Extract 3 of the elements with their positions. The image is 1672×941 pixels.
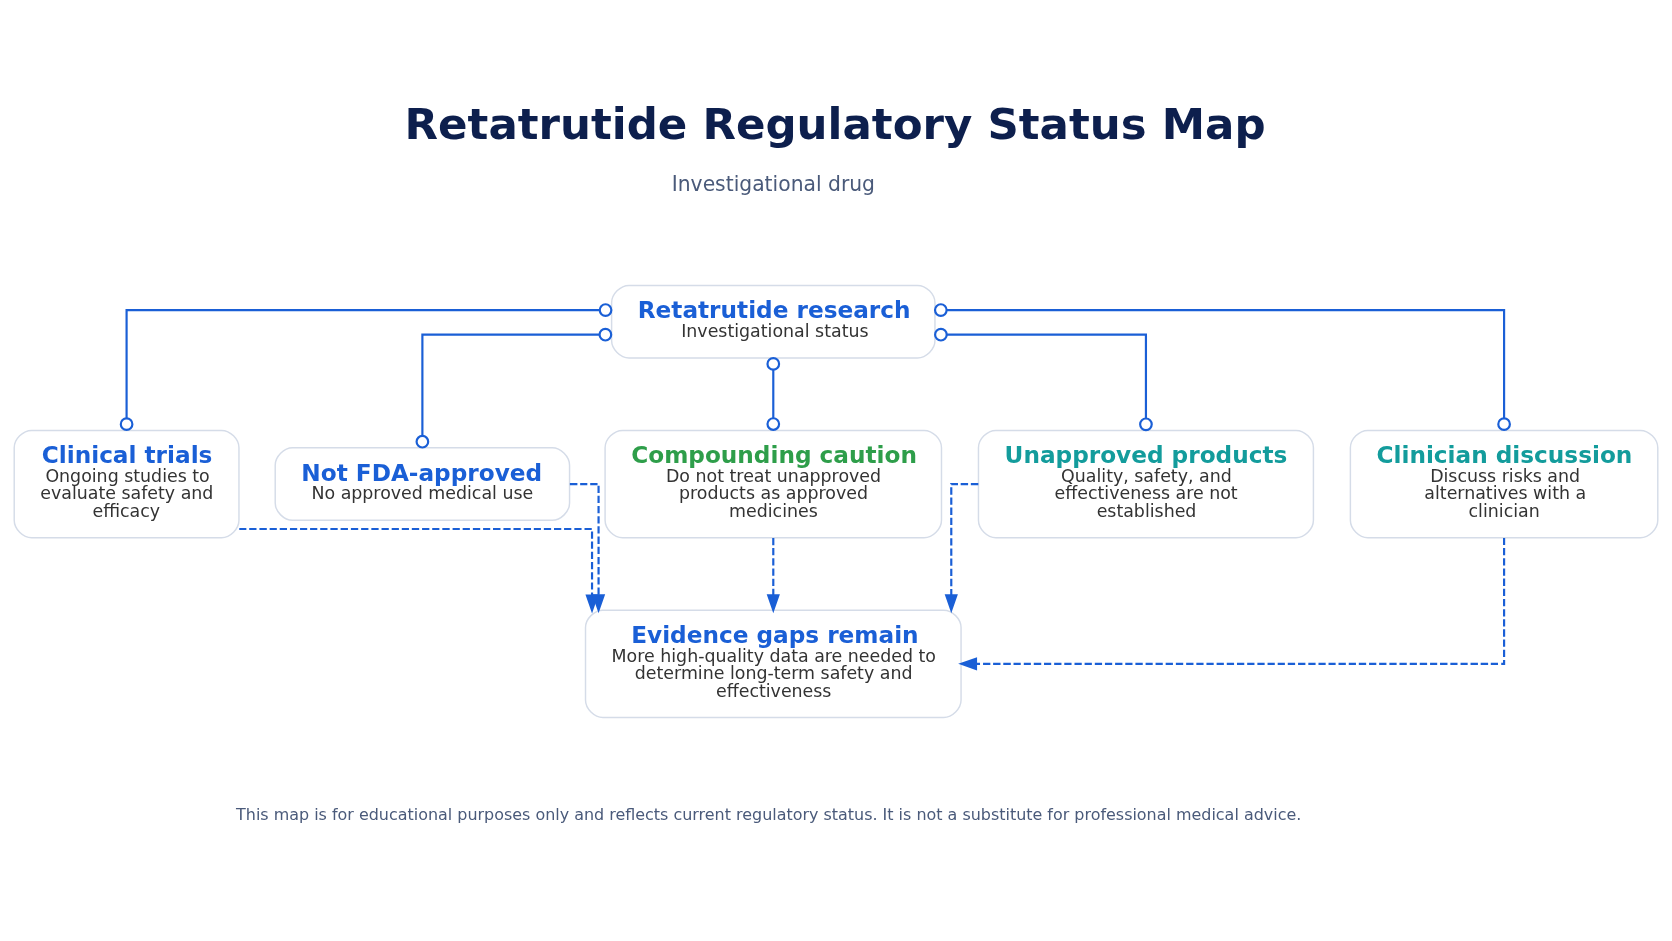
label: Investigational drug [671,171,876,196]
label: This map is for educational purposes only and reflects current regulatory status. It is not a substitute for professional medical advice. [236,804,1302,824]
diagram-title: Retatrutide Regulatory Status Map [404,98,1266,149]
